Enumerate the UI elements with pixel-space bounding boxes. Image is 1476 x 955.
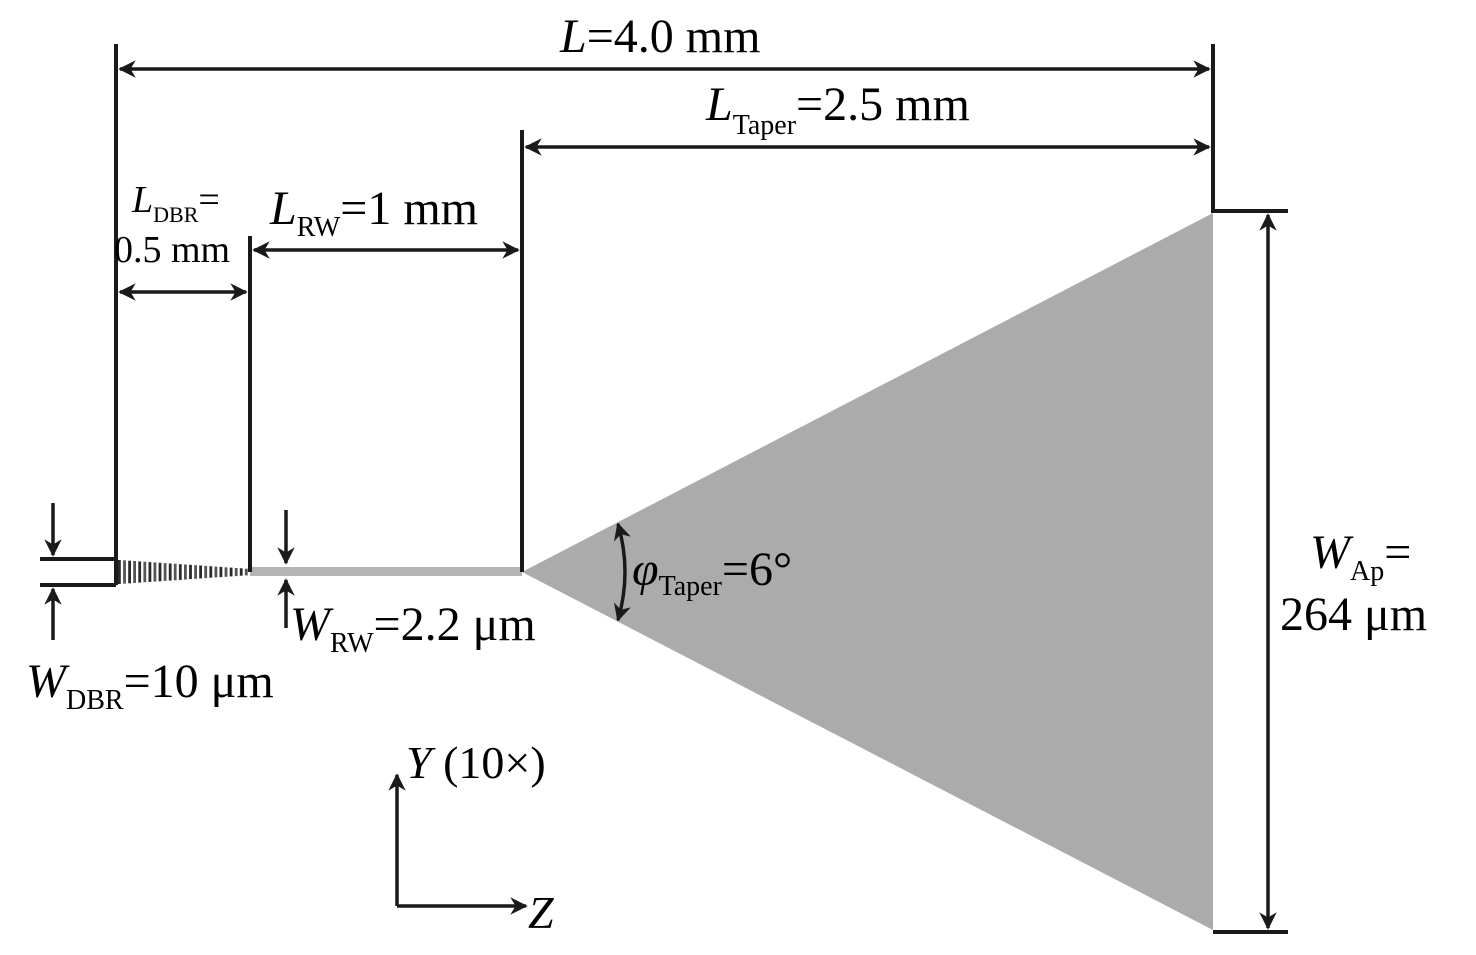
taper-angle-arc — [614, 522, 631, 622]
dbr-grating-stripe — [214, 566, 218, 578]
aperture-width-label: WAp= — [1310, 526, 1411, 587]
dbr-grating-stripe — [148, 562, 152, 582]
taper-angle-label: φTaper=6° — [632, 543, 792, 602]
rw-length-label: LRW=1 mm — [269, 182, 478, 243]
dbr-grating-stripe — [234, 568, 238, 577]
dbr-length-label: LDBR= — [131, 179, 220, 227]
dbr-grating-stripe — [168, 563, 172, 581]
dbr-width-label: WDBR=10 μm — [26, 655, 274, 716]
taper-length-label: LTaper=2.5 mm — [705, 78, 970, 141]
dbr-grating-stripe — [123, 560, 126, 584]
dbr-grating-stripe — [184, 564, 187, 580]
dbr-grating-stripe — [138, 561, 142, 583]
dbr-grating-stripe — [118, 560, 121, 584]
dbr-grating-section — [118, 560, 248, 584]
dbr-grating-stripe — [128, 560, 131, 584]
dbr-grating-stripe — [244, 568, 248, 576]
dbr-grating-stripe — [153, 562, 157, 582]
dbr-grating-stripe — [133, 561, 136, 583]
dbr-grating-stripe — [224, 567, 228, 577]
dbr-grating-stripe — [143, 561, 147, 583]
dbr-grating-stripe — [199, 565, 202, 579]
dbr-grating-stripe — [189, 564, 192, 580]
dbr-grating-stripe — [178, 564, 182, 580]
dbr-grating-stripe — [239, 568, 243, 576]
rw-width-label: WRW=2.2 μm — [290, 598, 536, 659]
dbr-grating-stripe — [209, 566, 213, 578]
taper-section — [522, 213, 1213, 930]
dbr-grating-stripe — [173, 563, 177, 581]
total-length-label: L=4.0 mm — [559, 10, 760, 63]
axis-z-label: Z — [528, 887, 554, 938]
dbr-length-value: 0.5 mm — [114, 229, 230, 271]
dbr-grating-stripe — [229, 567, 233, 577]
dbr-grating-stripe — [204, 565, 208, 579]
dbr-grating-stripe — [158, 562, 162, 582]
aperture-width-value: 264 μm — [1280, 588, 1427, 641]
ridge-waveguide-section — [250, 567, 522, 576]
axis-y-label: Y (10×) — [406, 737, 546, 788]
dbr-grating-stripe — [194, 565, 197, 579]
dbr-grating-stripe — [219, 566, 223, 578]
dbr-grating-stripe — [163, 563, 167, 581]
